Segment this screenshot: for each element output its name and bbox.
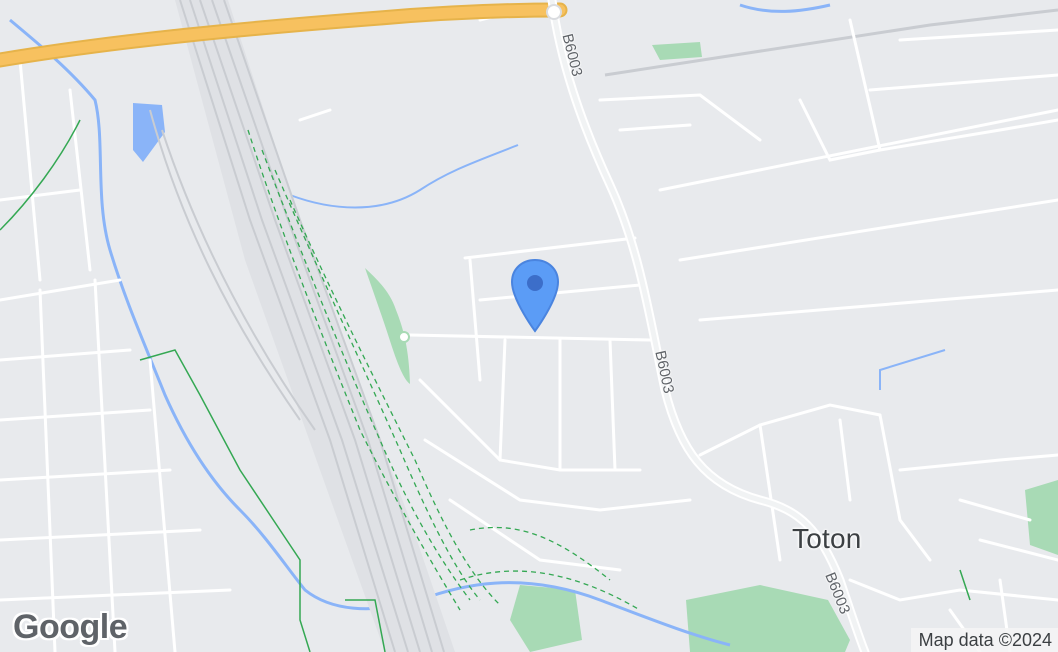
rail-yard [175,0,455,652]
local-roads [0,8,1058,652]
river-main [9,18,731,647]
town-label-toton: Toton [792,523,862,554]
stream-north [289,144,519,209]
rail-tracks [149,0,445,652]
google-logo[interactable]: Google [13,608,128,646]
park-west [510,585,582,652]
stream-top [739,3,831,13]
viewpoint-icon[interactable] [398,331,410,343]
park-green-strip [365,268,410,384]
drain-east [879,349,946,390]
map-attribution[interactable]: Map data ©2024 [910,628,1058,652]
map-pin-icon[interactable] [508,257,562,333]
reservoir [133,103,165,162]
junction [546,4,562,20]
rail-east [604,8,1058,77]
footpaths [247,129,641,611]
road-b6003-center [549,0,868,652]
park-north [652,42,702,60]
green-routes [0,119,971,652]
park-east [1025,480,1058,555]
motorway [0,4,566,66]
park-south [686,585,850,652]
